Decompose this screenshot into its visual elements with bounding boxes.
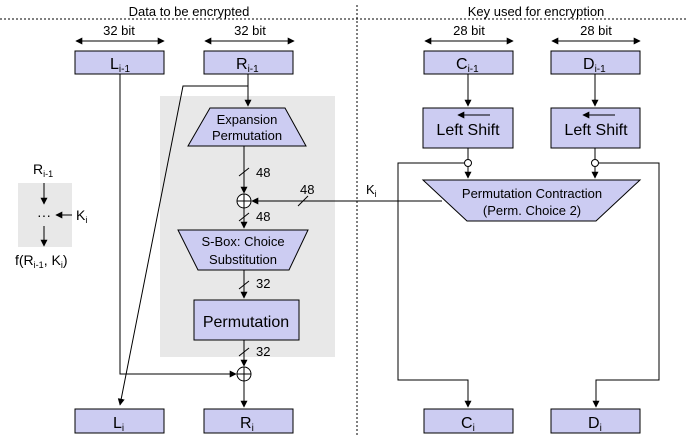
arrow-d-to-d-next	[592, 162, 660, 408]
split-node-c	[464, 159, 472, 167]
box-c-next-label: Ci	[461, 415, 475, 434]
box-l-prev-label: Li-1	[110, 56, 130, 75]
bits-after-expansion: 48	[256, 165, 270, 180]
box-d-prev-label: Di-1	[583, 56, 606, 75]
width-label-l: 32 bit	[103, 23, 135, 38]
header-key: Key used for encryption	[468, 4, 605, 19]
box-c-prev-label: Ci-1	[456, 56, 479, 75]
contraction-line1: Permutation Contraction	[462, 186, 602, 201]
arrow-l-to-xor	[119, 74, 237, 378]
arrow-c-to-c-next	[397, 162, 472, 408]
header-data: Data to be encrypted	[129, 4, 250, 19]
expansion-line1: Expansion	[217, 112, 278, 127]
box-d-next	[550, 408, 641, 434]
left-shift-c-label: Left Shift	[436, 122, 500, 139]
bits-after-sbox: 32	[256, 276, 270, 291]
width-label-c: 28 bit	[453, 23, 485, 38]
arrow-r-to-l-next	[117, 85, 248, 406]
box-d-next-label: Di	[588, 415, 602, 434]
sbox-line1: S-Box: Choice	[201, 234, 284, 249]
box-r-next-label: Ri	[240, 415, 254, 434]
tick-after-perm	[238, 347, 250, 357]
left-shift-d-label: Left Shift	[564, 122, 628, 139]
box-r-prev-label: Ri-1	[236, 56, 259, 75]
width-label-r: 32 bit	[234, 23, 266, 38]
sbox-substitution-box	[177, 229, 309, 271]
permutation-box	[193, 299, 300, 341]
tick-after-xor	[238, 212, 250, 222]
width-label-d: 28 bit	[580, 23, 612, 38]
legend-dots: ···	[37, 207, 51, 223]
contraction-line2: (Perm. Choice 2)	[483, 203, 581, 218]
expansion-line2: Permutation	[212, 128, 282, 143]
expansion-permutation-box	[187, 107, 307, 147]
box-l-next-label: Li	[113, 415, 124, 434]
box-l-next	[74, 408, 165, 434]
bits-after-xor: 48	[256, 209, 270, 224]
legend-input: Ri-1	[33, 161, 53, 179]
legend-key: Ki	[76, 207, 87, 225]
permutation-label: Permutation	[203, 314, 289, 331]
box-c-next	[423, 408, 514, 434]
split-node-d	[591, 159, 599, 167]
bits-key-into-xor: 48	[300, 182, 314, 197]
tick-after-expansion	[238, 167, 250, 177]
bits-after-perm: 32	[256, 344, 270, 359]
key-label: Ki	[366, 182, 377, 199]
legend-output: f(Ri-1, Ki)	[15, 252, 67, 270]
sbox-line2: Substitution	[209, 252, 277, 267]
permutation-contraction-box	[421, 179, 642, 222]
tick-key	[297, 195, 309, 207]
tick-after-sbox	[238, 280, 250, 290]
box-r-next	[203, 408, 294, 434]
